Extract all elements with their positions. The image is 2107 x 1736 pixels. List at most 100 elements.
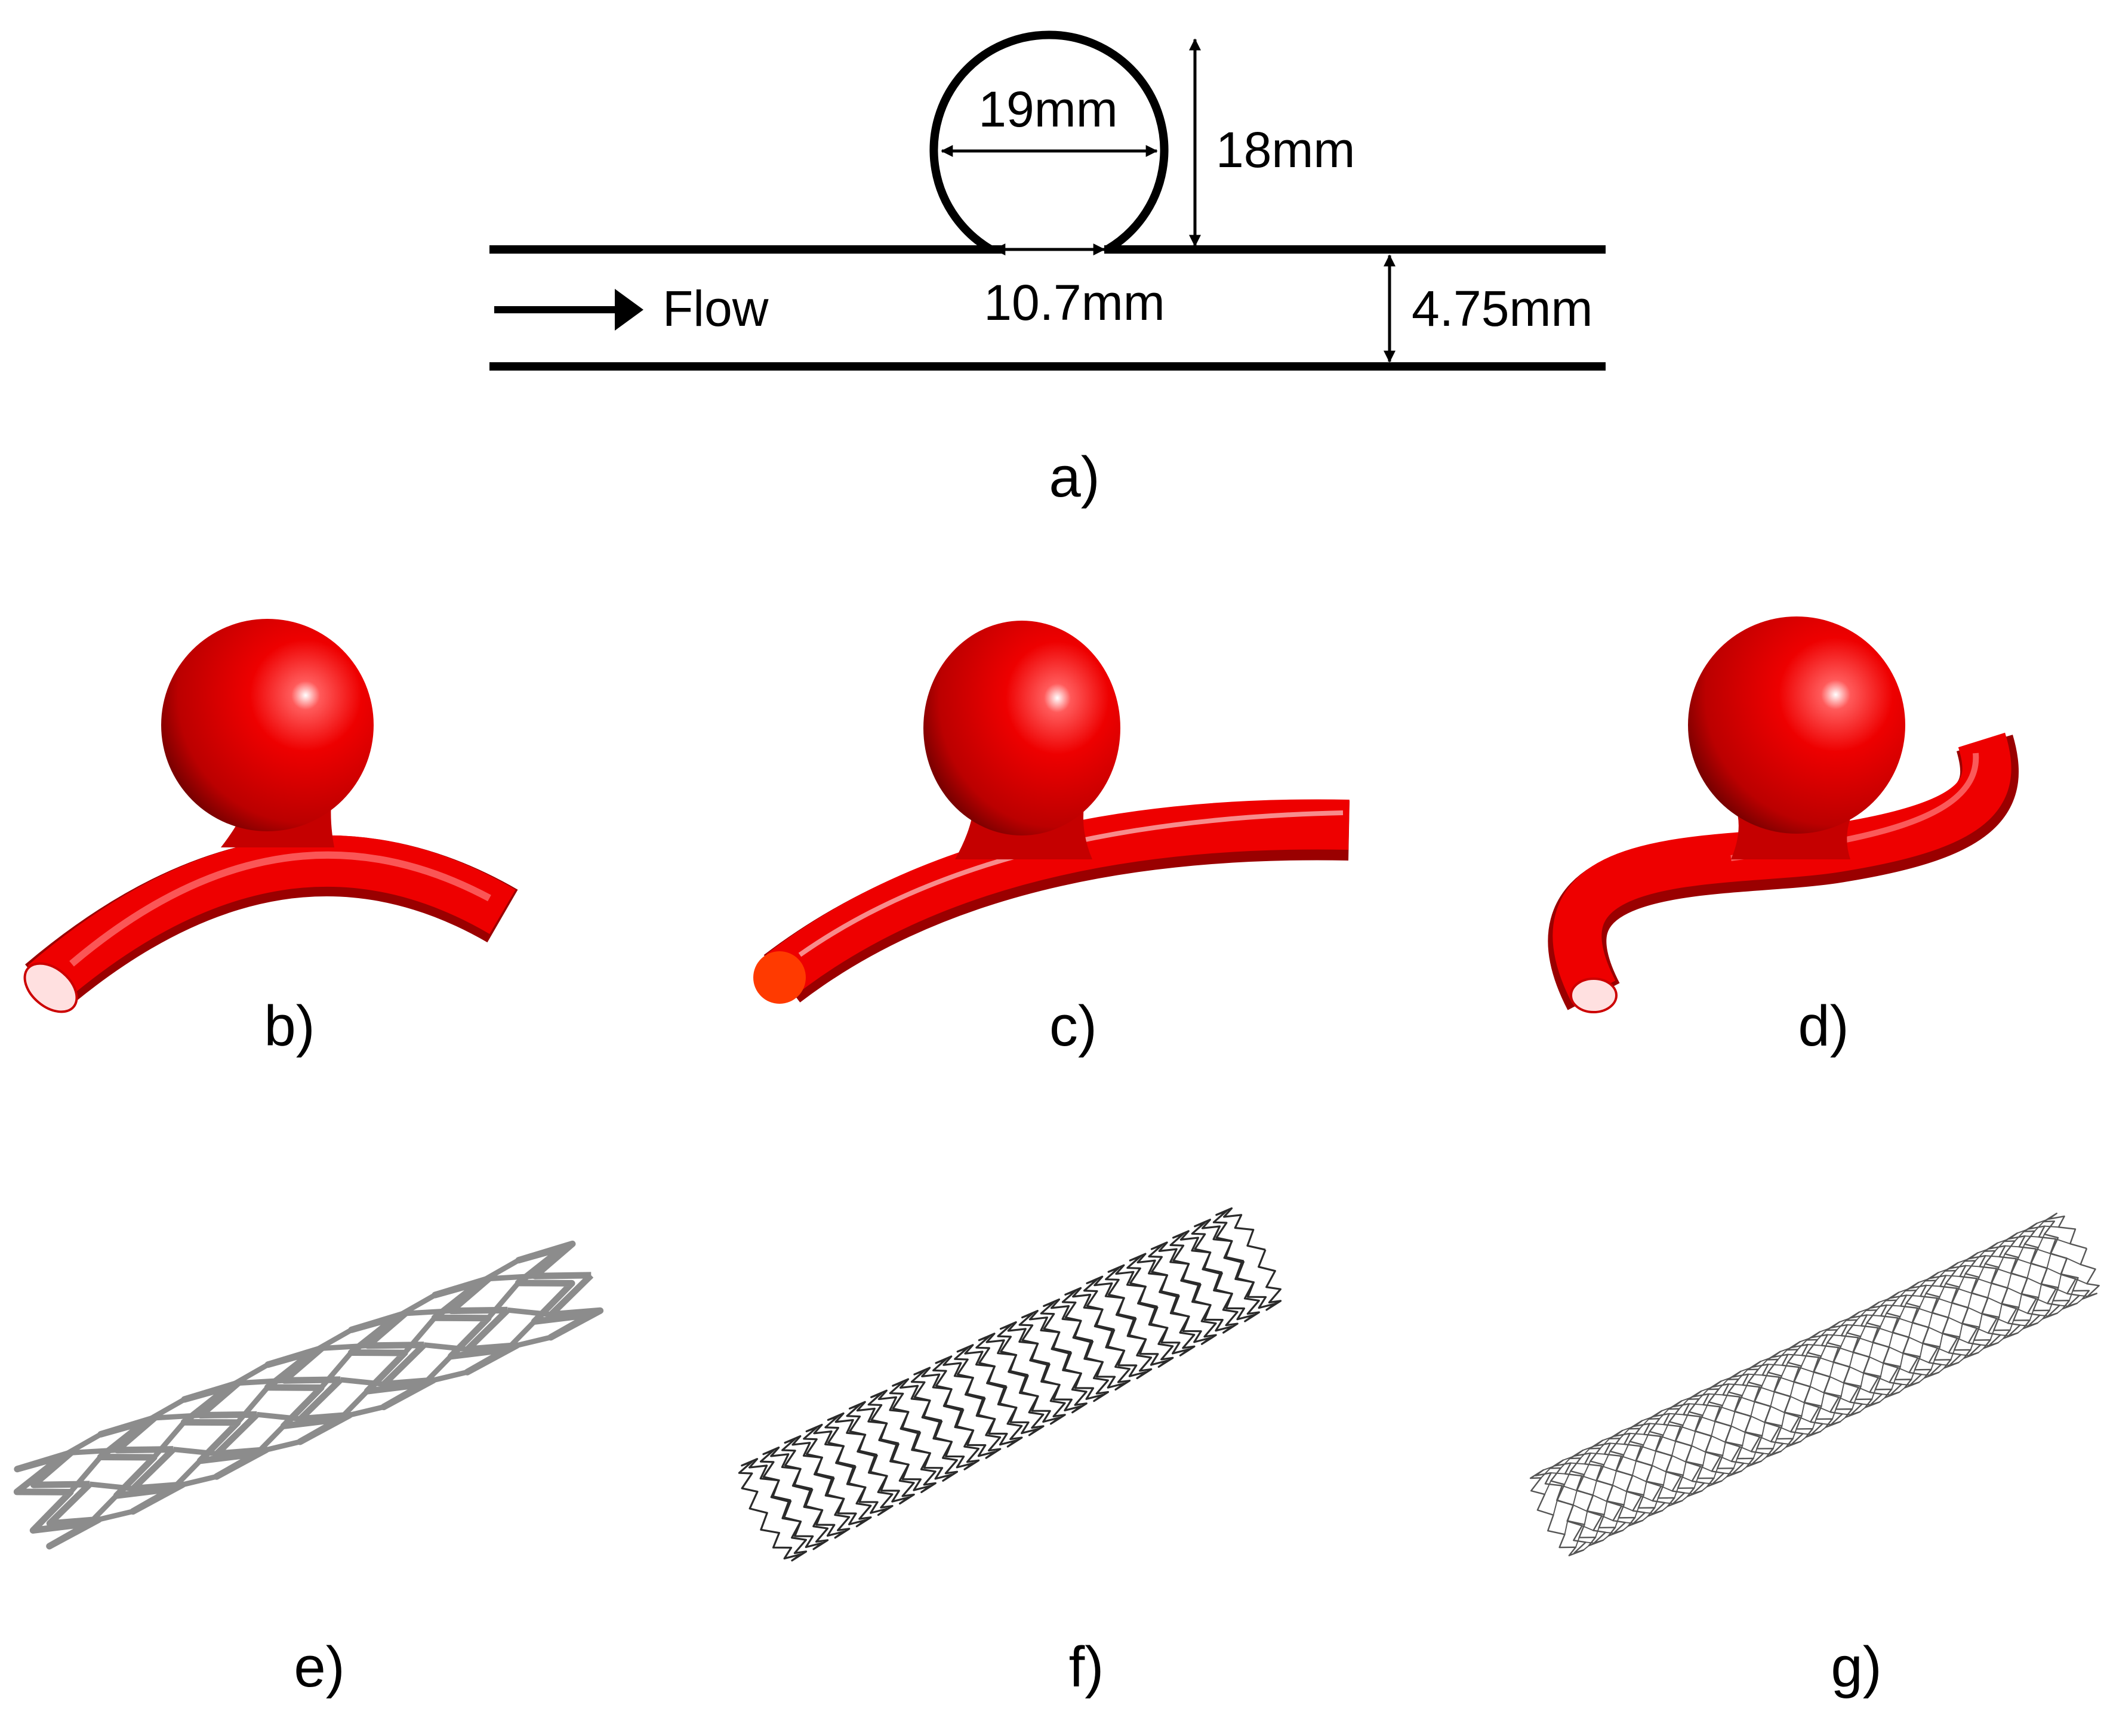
stent-strut-ring	[932, 1355, 1002, 1459]
stent-connector	[1935, 1271, 1946, 1281]
stent-connector	[2044, 1225, 2059, 1228]
stent-connector	[1701, 1386, 1714, 1392]
stent-connector	[2059, 1305, 2068, 1307]
stent-connector	[1917, 1307, 1933, 1313]
stent-connector	[1718, 1379, 1729, 1390]
stent-connector	[1603, 1535, 1609, 1541]
stent-connector	[1661, 1485, 1673, 1492]
stent-connector	[1563, 1455, 1576, 1461]
stent-connector	[1742, 1432, 1746, 1446]
stent-connector	[1739, 1396, 1755, 1402]
stent-connector	[1682, 1411, 1690, 1426]
stent-connector	[1977, 1248, 1990, 1254]
stent-connector	[1868, 1342, 1874, 1358]
stent-connector	[1570, 1462, 1585, 1465]
stent-connector	[1856, 1310, 1867, 1321]
stent-strut-ring	[889, 1378, 959, 1482]
stent-connector	[1541, 1467, 1551, 1479]
schematic-diagram: 19mm 18mm 10.7mm 4.75mm Flow	[489, 30, 1606, 371]
stent-connector	[1899, 1387, 1905, 1393]
stent-connector	[488, 1273, 535, 1282]
stent-strut-ring	[910, 1367, 980, 1470]
stent-connector	[1730, 1411, 1736, 1427]
stent-connector	[1778, 1349, 1788, 1360]
stent-connector	[1878, 1377, 1890, 1383]
stent-connector	[1819, 1407, 1831, 1413]
stent-connector	[1681, 1496, 1688, 1501]
stent-connector	[1840, 1382, 1845, 1396]
stent-connector	[1958, 1273, 1966, 1288]
stent-connector	[1612, 1485, 1627, 1493]
stent-connector	[310, 1327, 353, 1355]
panel-label-f: f)	[1069, 1635, 1104, 1699]
stent-connector	[2009, 1320, 2014, 1331]
stent-connector	[1711, 1435, 1726, 1443]
stent-connector	[2066, 1257, 2081, 1265]
stent-connector	[154, 1413, 201, 1421]
stent-connector	[1946, 1275, 1960, 1277]
stent-connector	[1997, 1338, 2004, 1343]
stent-connector	[1886, 1304, 1901, 1307]
stent-connector	[2016, 1258, 2031, 1265]
stent-connector	[1600, 1438, 1610, 1449]
vessel-opening	[1570, 978, 1618, 1013]
stent-connector	[1929, 1327, 1943, 1334]
stent-connector	[2007, 1273, 2012, 1288]
stent-connector	[1820, 1392, 1825, 1407]
stent-connector	[1659, 1408, 1669, 1419]
stent-connector	[2029, 1310, 2034, 1321]
stent-connector	[1573, 1504, 1588, 1512]
stent-connector	[1612, 1470, 1618, 1486]
stent-model-f	[738, 1207, 1282, 1562]
stent-strut-ring	[1191, 1219, 1260, 1322]
stent-connector	[1632, 1475, 1647, 1482]
stent-connector	[2005, 1245, 2019, 1248]
stent-connector	[1643, 1431, 1650, 1445]
stent-connector	[2025, 1235, 2039, 1238]
stent-connector	[1998, 1303, 2003, 1318]
stent-connector	[1781, 1362, 1789, 1377]
label-neck: 10.7mm	[984, 275, 1165, 331]
stent-connector	[1948, 1302, 1953, 1318]
stent-connector	[1840, 1417, 1846, 1423]
stent-connector	[1948, 1316, 1963, 1324]
stent-connector	[1976, 1327, 1989, 1334]
stent-connector	[1888, 1332, 1894, 1348]
stent-connector	[1889, 1346, 1903, 1354]
stent-connector	[1957, 1337, 1969, 1344]
stent-connector	[1702, 1451, 1706, 1466]
stent-connector	[1761, 1422, 1766, 1436]
stent-connector	[1801, 1402, 1806, 1416]
stent-connector	[1878, 1297, 1892, 1303]
stent-connector	[338, 1389, 369, 1422]
stent-connector	[1582, 1525, 1594, 1531]
stent-connector	[1798, 1367, 1814, 1373]
stent-connector	[1595, 1527, 1600, 1538]
stent-strut-ring	[954, 1344, 1023, 1448]
stent-connector	[1862, 1403, 1871, 1406]
stent-connector	[1876, 1300, 1887, 1311]
stent-connector	[1590, 1453, 1605, 1455]
stent-connector	[1780, 1446, 1787, 1452]
stent-connector	[1997, 1238, 2010, 1244]
stent-connector	[1803, 1433, 1812, 1435]
stent-connector	[238, 1377, 285, 1386]
stent-connector	[1917, 1357, 1930, 1364]
stent-connector	[1634, 1507, 1639, 1518]
stent-connector	[1860, 1373, 1865, 1387]
stent-connector	[1779, 1376, 1794, 1383]
stent-connector	[1622, 1426, 1635, 1432]
stent-connector	[1988, 1297, 2002, 1305]
stent-connector	[349, 1404, 384, 1418]
stent-connector	[1980, 1344, 1989, 1346]
stent-connector	[1662, 1471, 1667, 1485]
stent-connector	[1621, 1505, 1633, 1512]
stent-connector	[1918, 1277, 1931, 1283]
stent-connector	[2017, 1244, 2025, 1258]
stent-strut-ring	[824, 1412, 894, 1516]
stent-connector	[1859, 1407, 1866, 1413]
stent-connector	[1601, 1515, 1613, 1521]
stent-connector	[478, 1257, 520, 1285]
stent-connector	[2000, 1334, 2009, 1337]
stent-strut-ring	[846, 1401, 915, 1505]
